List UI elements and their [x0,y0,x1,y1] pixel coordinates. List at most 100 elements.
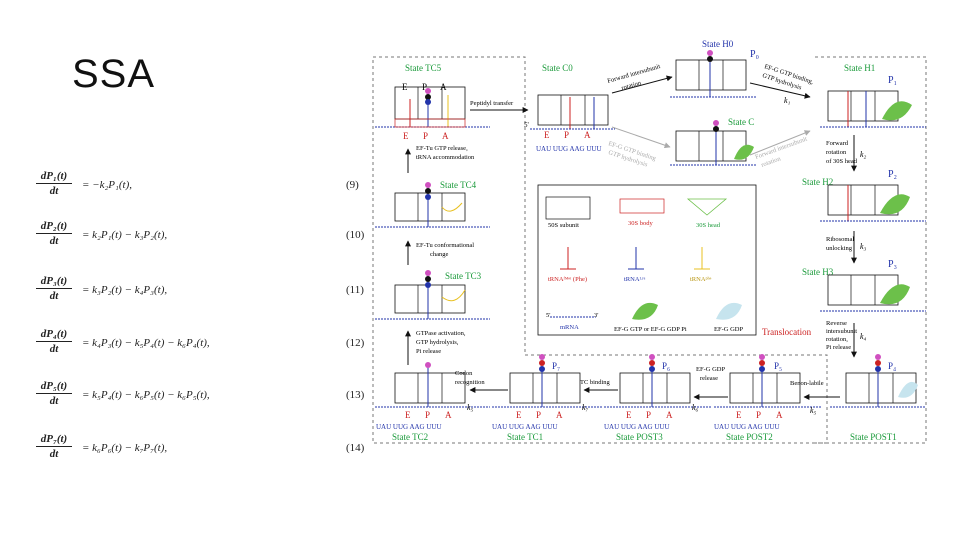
efg-gdp-label-2: release [700,375,718,382]
ribo-label-2: unlocking [826,245,853,252]
legend-box: 50S subunit 30S body 30S head tRNAᶠᴹᵉᵗ (… [537,184,757,336]
state-h3-label: State H3 [802,267,834,277]
p6-label: P₆ [662,361,670,371]
svg-text:E: E [544,130,550,140]
equation-lhs: dP₂(t)dt [36,220,72,247]
svg-text:A: A [442,131,449,141]
mrna-5-label: 5' [524,121,529,129]
equation-rhs: = k₄P₃(t) − k₅P₄(t) − k₆P₄(t), [82,337,210,349]
svg-text:E: E [403,131,409,141]
state-tc5-label: State TC5 [405,63,442,73]
state-h2-label: State H2 [802,177,833,187]
state-post2-label: State POST2 [726,432,773,442]
state-tc3: State TC3 [375,270,490,320]
state-tc1: P₇ E P A UAU UUG AAG UUU State TC1 [492,354,602,442]
equation-13: dP₅(t)dt = k₅P₄(t) − k₆P₅(t) − k₆P₅(t), … [36,380,366,420]
state-post2: P₅ E P A UAU UUG AAG UUU State POST2 [714,354,822,442]
state-h3: State H3 P₃ [802,259,926,312]
k2-label: k₂ [860,150,867,159]
state-post1: P₄ State POST1 [830,354,926,442]
p2-label: P₂ [888,169,897,180]
svg-text:E: E [626,410,632,420]
svg-text:E: E [405,410,411,420]
ef-tu-gtp-label-2: tRNA accommodation [416,154,475,161]
codon-label-1: Codon [455,370,473,377]
fwd-30s-label-1: Forward [826,140,849,147]
equation-number: (11) [346,284,364,296]
svg-text:P: P [564,130,569,140]
equation-lhs: dP₁(t)dt [36,170,72,197]
svg-text:A: A [776,410,783,420]
codon-label-2: recognition [455,379,485,386]
equation-number: (9) [346,179,359,191]
fwd-30s-label-2: rotation [826,149,847,156]
p3-label: P₃ [888,259,897,270]
equation-list: dP₁(t)dt = −k₂P₁(t), (9) dP₂(t)dt = k₂P₁… [36,170,366,470]
state-c0: State C0 5' E P A UAU UUG AAG UUU [524,63,615,153]
svg-text:UAU UUG AAG UUU: UAU UUG AAG UUU [492,423,558,431]
arrow-c-h1-grey [749,130,811,156]
arrow-c0-h0 [611,75,673,94]
rev-label-1: Reverse [826,320,847,327]
legend-mrna: mRNA [560,324,579,331]
p0-label: P₀ [750,49,760,60]
state-h0-label: State H0 [702,39,734,49]
equation-rhs: = k₃P₂(t) − k₄P₃(t), [82,284,168,296]
equation-9: dP₁(t)dt = −k₂P₁(t), (9) [36,170,366,210]
state-tc3-label: State TC3 [445,271,482,281]
equation-number: (13) [346,389,365,401]
legend-50s: 50S subunit [548,222,579,229]
state-tc5: State TC5 E P A E P A [375,63,490,141]
state-c: State C [670,117,756,166]
translocation-diagram: State TC5 E P A E P A Peptidyl transfer … [372,39,927,444]
equation-number: (10) [346,229,365,241]
equation-11: dP₃(t)dt = k₃P₂(t) − k₄P₃(t), (11) [36,275,366,315]
equation-rhs: = k₅P₄(t) − k₆P₅(t) − k₆P₅(t), [82,389,210,401]
legend-mrna-5: 5' [546,312,550,319]
site-e-label: E [402,82,408,92]
arrow-c0-c-grey [611,126,671,149]
equation-12: dP₄(t)dt = k₄P₃(t) − k₅P₄(t) − k₆P₄(t), … [36,328,366,368]
tc-frame [372,56,828,444]
gtpase-label-1: GTPase activation, [416,330,466,337]
equation-rhs: = −k₂P₁(t), [82,179,132,191]
state-post1-label: State POST1 [850,432,897,442]
equation-number: (12) [346,337,365,349]
svg-text:P: P [423,131,428,141]
state-h0: State H0 P₀ [670,39,760,98]
fwd-inter-label-2: rotation [621,79,643,92]
state-c-label: State C [728,117,754,127]
p1-label: P₁ [888,75,897,86]
ef-tu-gtp-label-1: EF-Tu GTP release, [416,145,468,152]
svg-text:P: P [646,410,651,420]
slide-title: SSA [72,52,156,96]
svg-text:UAU UUG AAG UUU: UAU UUG AAG UUU [714,423,780,431]
rev-label-4: Pi release [826,344,851,351]
k6-label: k₆ [692,403,699,412]
efg-gdp-label-1: EF-G GDP [696,366,725,373]
legend-efg-gdp: EF-G GDP [714,326,743,333]
state-tc2-label: State TC2 [392,432,428,442]
p7-label: P₇ [552,361,560,371]
svg-text:A: A [666,410,673,420]
legend-efg-gtp: EF-G GTP or EF-G GDP Pi [614,326,687,333]
state-post3-label: State POST3 [616,432,663,442]
svg-text:UAU UUG AAG UUU: UAU UUG AAG UUU [536,145,602,153]
equation-14: dP₇(t)dt = k₆P₆(t) − k₇P₇(t), (14) [36,433,366,473]
k1-label: k₁ [784,96,791,105]
state-h1-label: State H1 [844,63,875,73]
equation-10: dP₂(t)dt = k₂P₁(t) − k₃P₂(t), (10) [36,220,366,260]
svg-text:A: A [445,410,452,420]
svg-text:P: P [536,410,541,420]
legend-30s-body: 30S body [628,220,653,227]
state-post3: P₆ E P A UAU UUG AAG UUU State POST3 [604,354,712,442]
ribo-label-1: Ribosomal [826,236,854,243]
equation-number: (14) [346,442,365,454]
h-frame [815,56,927,444]
state-tc4: State TC4 [375,180,490,228]
ef-tu-conf-label-2: change [430,251,449,258]
legend-30s-head: 30S head [696,222,721,229]
svg-text:A: A [556,410,563,420]
rev-label-3: rotation, [826,336,848,343]
legend-trna-fmet: tRNAᶠᴹᵉᵗ (Phe) [548,276,587,283]
